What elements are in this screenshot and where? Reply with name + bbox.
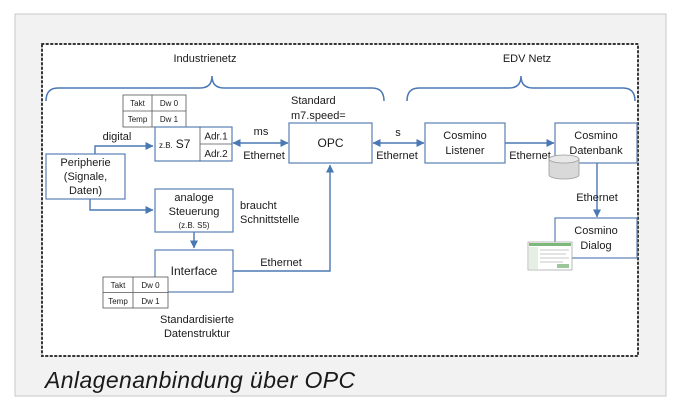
note-standardisierte: Standardisierte — [160, 314, 234, 326]
node-analog-line2: Steuerung — [169, 206, 220, 218]
node-datenbank-line2: Datenbank — [569, 145, 623, 157]
edge-label-db-dialog-ethernet: Ethernet — [576, 192, 618, 204]
node-datenbank-box — [554, 122, 638, 164]
node-dialog-line2: Dialog — [580, 240, 611, 252]
dialog-screenshot-thumbnail-icon — [527, 241, 573, 271]
node-datenbank-line1: Cosmino — [574, 130, 617, 142]
table-cell: Temp — [108, 297, 128, 306]
node-s7-label: z.B.S7 — [159, 137, 191, 151]
node-cosmino-datenbank: Cosmino Datenbank — [554, 122, 638, 164]
table-cell: Dw 0 — [160, 99, 179, 108]
edge-label-s7-opc-ethernet: Ethernet — [243, 150, 285, 162]
edge-label-s7-opc-rate: ms — [254, 126, 269, 138]
note-m7-speed: m7.speed= — [291, 110, 346, 122]
node-listener-box — [424, 122, 506, 164]
region-label-edv-netz: EDV Netz — [503, 53, 551, 65]
node-dialog-line1: Cosmino — [574, 225, 617, 237]
node-s7-prefix: z.B. — [159, 141, 173, 150]
region-label-industrienetz: Industrienetz — [174, 53, 237, 65]
table-cell: Temp — [128, 115, 148, 124]
node-peripherie-line2: (Signale, — [64, 171, 107, 183]
figure-caption: Anlagenanbindung über OPC — [45, 367, 356, 393]
edge-label-digital: digital — [103, 131, 132, 143]
node-analog-steuerung: analoge Steuerung (z.B. S5) — [154, 188, 234, 233]
s7-address-2: Adr.2 — [204, 149, 228, 160]
connector-peripherie-s7 — [94, 142, 154, 154]
table-cell: Dw 0 — [141, 281, 160, 290]
edge-label-listener-db-ethernet: Ethernet — [509, 150, 551, 162]
node-s7-name: S7 — [176, 137, 191, 151]
database-cylinder-icon — [548, 154, 580, 180]
node-opc-box — [288, 122, 373, 164]
diagram-frame — [41, 43, 639, 357]
table-cell: Dw 1 — [141, 297, 160, 306]
edge-label-interface-opc-ethernet: Ethernet — [260, 257, 302, 269]
node-opc-label: OPC — [317, 136, 343, 150]
node-interface-label: Interface — [171, 264, 218, 278]
brace-edv-netz — [406, 75, 636, 102]
node-analog-box — [154, 188, 234, 233]
node-cosmino-listener: Cosmino Listener — [424, 122, 506, 164]
node-opc: OPC — [288, 122, 373, 164]
note-standard: Standard — [291, 95, 336, 107]
edge-label-opc-listener-rate: s — [395, 127, 401, 139]
node-s7: z.B.S7 Adr.1 Adr.2 — [154, 126, 233, 162]
data-table-top: Takt Dw 0 Temp Dw 1 — [122, 94, 187, 128]
table-cell: Dw 1 — [160, 115, 179, 124]
note-datenstruktur: Datenstruktur — [164, 328, 230, 340]
node-peripherie-line3: Daten) — [69, 185, 102, 197]
brace-industrienetz — [45, 75, 385, 102]
node-analog-line3: (z.B. S5) — [178, 221, 209, 230]
data-table-bottom: Takt Dw 0 Temp Dw 1 — [102, 276, 169, 309]
connector-interface-opc — [233, 164, 334, 272]
cylinder-body — [548, 158, 580, 180]
node-listener-line2: Listener — [445, 145, 484, 157]
table-cell: Takt — [130, 99, 145, 108]
node-peripherie: Peripherie (Signale, Daten) — [45, 153, 126, 200]
thumbnail-titlebar — [529, 243, 571, 246]
thumbnail-block — [557, 264, 569, 268]
s7-address-1: Adr.1 — [204, 132, 228, 143]
cylinder-top — [548, 154, 580, 164]
node-peripherie-line1: Peripherie — [60, 157, 110, 169]
edge-label-opc-listener-ethernet: Ethernet — [376, 150, 418, 162]
note-schnittstelle: Schnittstelle — [240, 214, 299, 226]
table-cell: Takt — [111, 281, 126, 290]
node-analog-line1: analoge — [174, 192, 213, 204]
node-listener-line1: Cosmino — [443, 130, 486, 142]
node-peripherie-box — [45, 153, 126, 200]
thumbnail-sidebar — [529, 247, 538, 269]
note-braucht: braucht — [240, 200, 277, 212]
connector-peripherie-analog — [89, 199, 154, 214]
